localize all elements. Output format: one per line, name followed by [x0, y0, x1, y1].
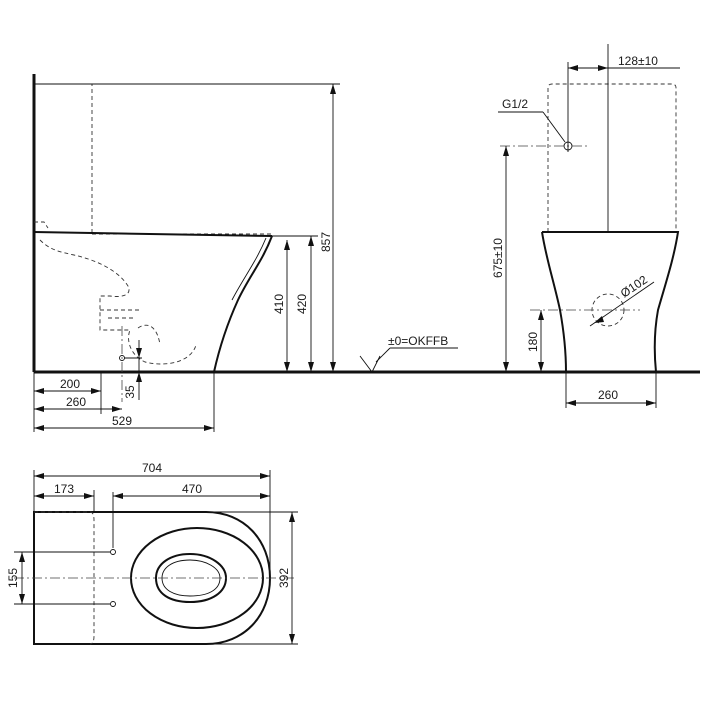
dim-857-text: 857: [319, 232, 333, 252]
dia-arrow: [594, 316, 604, 323]
dim-675-arrow-bot: [503, 362, 509, 372]
dim-173-arrow-r: [84, 493, 94, 499]
dim-155-arrow-bot: [19, 594, 25, 604]
floor-level-text: ±0=OKFFB: [388, 334, 448, 348]
dim-200-arrow-l: [34, 388, 44, 394]
dim-392-arrow-bot: [289, 634, 295, 644]
dim-128-arrow-l: [568, 65, 578, 71]
dim-410-text: 410: [272, 294, 286, 314]
dim-173-arrow-l: [34, 493, 44, 499]
dim-180-text: 180: [526, 332, 540, 352]
dim-470-text: 470: [182, 482, 202, 496]
dim-35-arrow-top: [136, 348, 142, 358]
dim-857-arrow-top: [330, 84, 336, 94]
dim-180-arrow-bot: [538, 362, 544, 372]
dim-200-arrow-r: [91, 388, 101, 394]
bowl-top: [33, 231, 273, 237]
dim-420-arrow-bot: [308, 362, 314, 372]
dim-35-text: 35: [123, 385, 137, 399]
bowl-profile-inner: [231, 237, 267, 301]
dim-704-arrow-r: [260, 473, 270, 479]
g12-text: G1/2: [502, 97, 528, 111]
front-bowl-outline: [541, 231, 680, 373]
dim-410-arrow-bot: [284, 362, 290, 372]
bowl-profile: [213, 235, 273, 373]
dim-200-text: 200: [60, 377, 80, 391]
trap-hidden: [34, 221, 197, 365]
fix-hole-bottom: [110, 601, 116, 607]
dim-35-arrow-bot: [136, 372, 142, 382]
dim-470-arrow-r: [260, 493, 270, 499]
dim-260-arrow-r: [112, 406, 122, 412]
plan-view: 155 392 704 173 470: [6, 461, 298, 645]
dim-420-arrow-top: [308, 236, 314, 246]
dim-392-arrow-top: [289, 512, 295, 522]
plan-cistern: [34, 511, 95, 645]
dim-180-arrow-top: [538, 310, 544, 320]
dim-173-text: 173: [54, 482, 74, 496]
dim-260w-arrow-r: [646, 400, 656, 406]
floor-level-marker: ±0=OKFFB: [359, 334, 458, 373]
side-view: 857 420 410 ±0=OKFFB 200 260: [32, 74, 700, 432]
dim-128-arrow-r: [598, 65, 608, 71]
dim-155-arrow-top: [19, 552, 25, 562]
dim-675-arrow-top: [503, 146, 509, 156]
dim-392-text: 392: [277, 568, 291, 588]
cistern-outline: [34, 83, 272, 235]
dim-470-arrow-l: [113, 493, 123, 499]
dim-128-text: 128±10: [618, 54, 658, 68]
dim-529-arrow-l: [34, 425, 44, 431]
front-view: G1/2 128±10 675±10 Ø102 180 260: [491, 44, 680, 408]
dim-155-text: 155: [6, 568, 20, 588]
dia-text: Ø102: [618, 272, 650, 300]
dim-529-arrow-r: [204, 425, 214, 431]
trap-hidden-2: [100, 309, 161, 346]
dim-675-text: 675±10: [491, 238, 505, 278]
dim-857-arrow-bot: [330, 362, 336, 372]
dim-704-text: 704: [142, 461, 162, 475]
dim-260-arrow-l: [34, 406, 44, 412]
plan-bowl-inner: [154, 552, 228, 604]
dim-704-arrow-l: [34, 473, 44, 479]
dim-410-arrow-top: [284, 240, 290, 250]
dim-529-text: 529: [112, 414, 132, 428]
dim-260w-text: 260: [598, 388, 618, 402]
dim-260-text: 260: [66, 395, 86, 409]
dim-260w-arrow-l: [566, 400, 576, 406]
plan-bowl-inner-2: [161, 559, 221, 597]
g12-leader-diag: [542, 111, 566, 143]
fix-hole-top: [110, 549, 116, 555]
dim-420-text: 420: [295, 294, 309, 314]
front-cistern-outline: [547, 83, 677, 232]
